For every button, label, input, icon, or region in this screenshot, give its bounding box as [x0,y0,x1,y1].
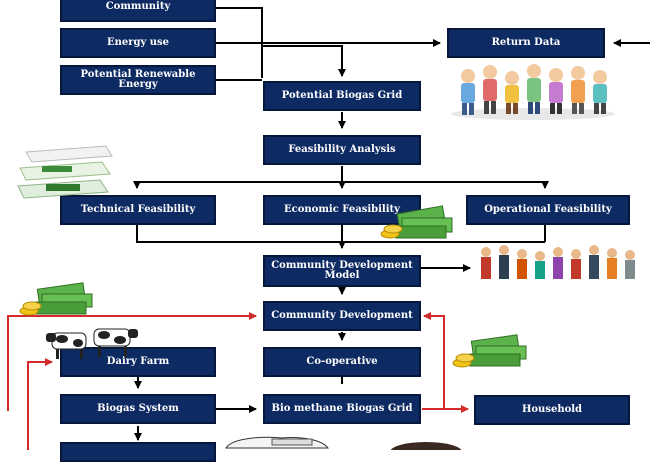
node-dairy-farm-label: Dairy Farm [106,356,170,367]
vehicle-icon [225,436,330,449]
money-stack-icon [19,282,93,316]
head-icon [390,442,462,450]
node-feasibility-analysis: Feasibility Analysis [263,135,421,165]
node-energy-use: Energy use [60,28,216,58]
node-bio-methane-biogas-grid-label: Bio methane Biogas Grid [271,403,413,414]
node-household-label: Household [521,404,583,415]
node-technical-feasibility-label: Technical Feasibility [80,204,196,215]
node-potential-biogas-grid: Potential Biogas Grid [263,81,421,111]
node-community-development-label: Community Development [271,310,413,321]
flowchart: Community Energy use Potential Renewable… [7,0,650,462]
node-potential-renewable-energy-label: Potential Renewable Energy [80,69,196,90]
node-energy-use-label: Energy use [106,37,170,48]
documents-icon [17,145,113,199]
node-co-operative-label: Co-operative [306,356,378,367]
node-economic-feasibility: Economic Feasibility [263,195,421,225]
node-community: Community [60,0,216,22]
node-dairy-farm: Dairy Farm [60,347,216,377]
connector-lines [7,7,650,450]
node-community-development: Community Development [263,301,421,331]
people-group-icon [451,64,615,120]
node-household: Household [474,395,630,425]
node-co-operative: Co-operative [263,347,421,377]
money-stack-icon [452,334,527,368]
node-potential-biogas-grid-label: Potential Biogas Grid [281,90,403,101]
node-operational-feasibility: Operational Feasibility [466,195,630,225]
node-bottom-partial [60,442,216,462]
node-community-label: Community [105,1,171,12]
node-biogas-system-label: Biogas System [97,403,179,414]
money-stack-icon [380,205,453,239]
node-operational-feasibility-label: Operational Feasibility [484,204,612,215]
node-feasibility-analysis-label: Feasibility Analysis [288,144,396,155]
node-community-development-model: Community Development Model [263,255,421,287]
node-economic-feasibility-label: Economic Feasibility [284,204,400,215]
node-biogas-system: Biogas System [60,394,216,424]
cow-icon [46,328,138,359]
node-community-development-model-label: Community Development Model [271,260,413,281]
node-return-data-label: Return Data [491,37,561,48]
node-technical-feasibility: Technical Feasibility [60,195,216,225]
node-bio-methane-biogas-grid: Bio methane Biogas Grid [263,394,421,424]
node-potential-renewable-energy: Potential Renewable Energy [60,65,216,95]
node-return-data: Return Data [447,28,605,58]
crowd-icon [481,245,635,279]
